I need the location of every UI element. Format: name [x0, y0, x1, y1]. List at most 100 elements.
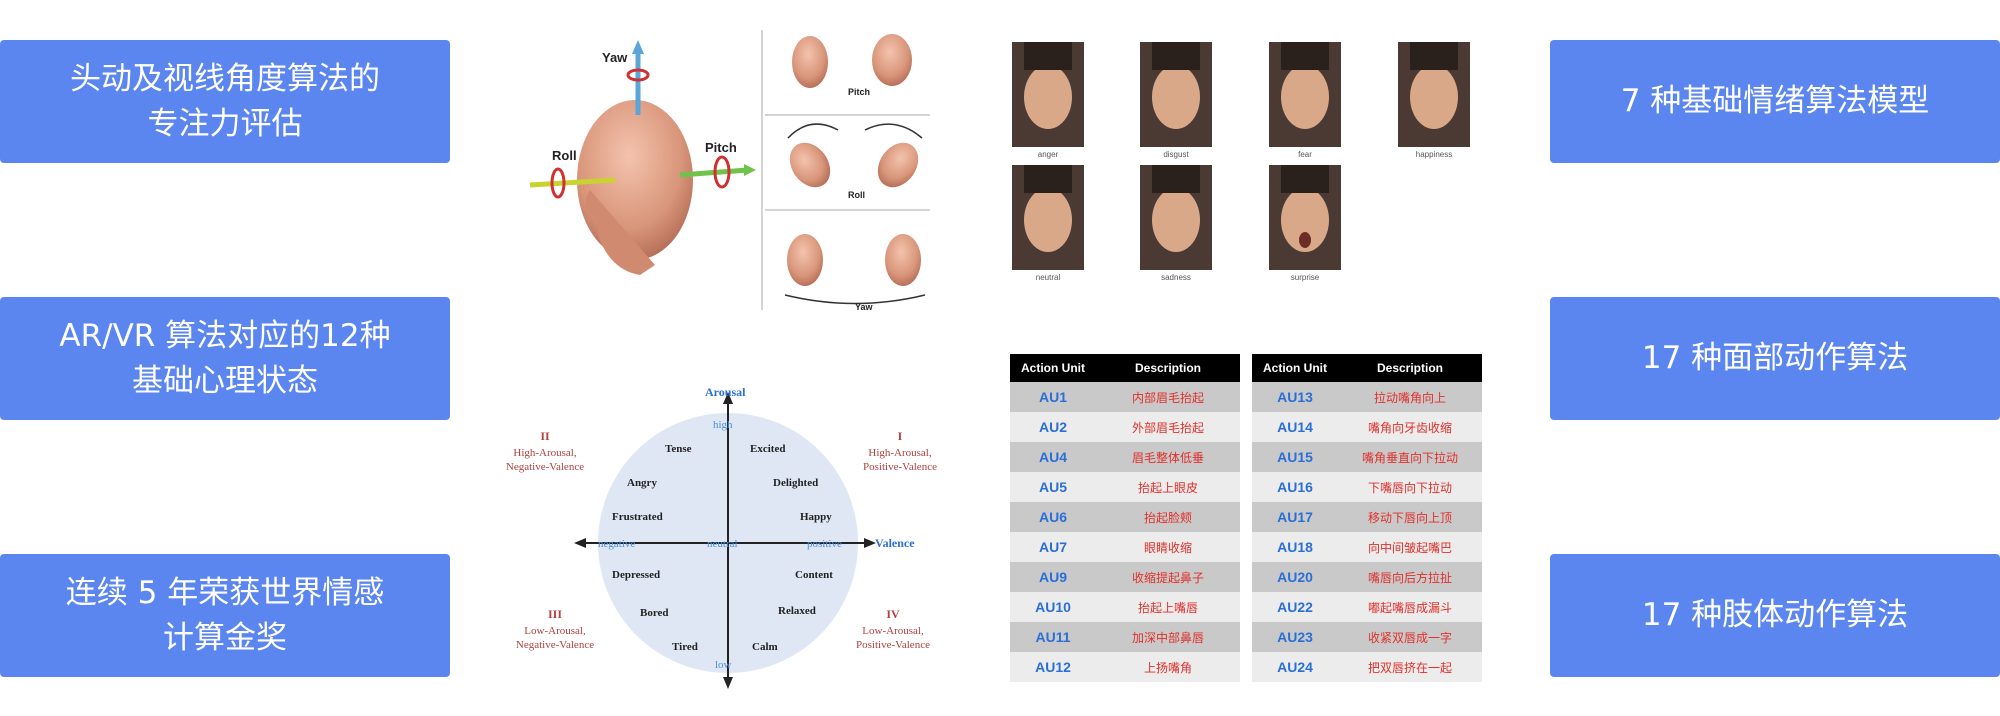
- au-code: AU7: [1010, 532, 1096, 562]
- face-photo: [1012, 42, 1084, 147]
- tile-award: 连续 5 年荣获世界情感 计算金奖: [0, 554, 450, 677]
- au-code: AU16: [1252, 472, 1338, 502]
- au-code: AU13: [1252, 382, 1338, 412]
- quadrant-numeral: III: [548, 607, 562, 621]
- state-label: Excited: [750, 443, 785, 455]
- au-description: 内部眉毛抬起: [1096, 382, 1240, 412]
- high-label: high: [713, 419, 733, 431]
- emotion-caption: fear: [1298, 150, 1312, 159]
- au-description: 加深中部鼻唇: [1096, 622, 1240, 652]
- state-label: Delighted: [773, 477, 818, 489]
- au-description: 拉动嘴角向上: [1338, 382, 1482, 412]
- panel-pitch-label: Pitch: [848, 87, 870, 97]
- circumplex-model: Arousal Valence high low negative neutra…: [495, 378, 965, 690]
- emotion-caption: disgust: [1163, 150, 1189, 159]
- face-photo: [1140, 165, 1212, 270]
- quadrant-line: Negative-Valence: [516, 639, 594, 651]
- state-label: Bored: [640, 607, 669, 619]
- roll-label: Roll: [552, 148, 577, 163]
- face-photo: [1269, 42, 1341, 147]
- au-code: AU20: [1252, 562, 1338, 592]
- tile-line: 计算金奖: [163, 619, 287, 656]
- tile-body-actions: 17 种肢体动作算法: [1550, 554, 2000, 677]
- emotion-caption: sadness: [1161, 273, 1191, 282]
- au-description: 眼睛收缩: [1096, 532, 1240, 562]
- au-description: 抬起上眼皮: [1096, 472, 1240, 502]
- au-description: 抬起上嘴唇: [1096, 592, 1240, 622]
- au-code: AU24: [1252, 652, 1338, 682]
- state-label: Tired: [672, 641, 698, 653]
- au-code: AU12: [1010, 652, 1096, 682]
- au-description: 抬起脸颊: [1096, 502, 1240, 532]
- quadrant-line: High-Arousal,: [868, 447, 931, 459]
- state-label: Depressed: [612, 569, 660, 581]
- au-description: 嘴唇向后方拉扯: [1338, 562, 1482, 592]
- au-description: 上扬嘴角: [1096, 652, 1240, 682]
- tile-facial-actions: 17 种面部动作算法: [1550, 297, 2000, 420]
- state-label: Calm: [752, 641, 778, 653]
- au-description: 嘴角向牙齿收缩: [1338, 412, 1482, 442]
- state-label: Tense: [665, 443, 692, 455]
- description-header: Description: [1338, 354, 1482, 382]
- au-code: AU11: [1010, 622, 1096, 652]
- positive-label: positive: [807, 538, 842, 550]
- face-photo: [1398, 42, 1470, 147]
- quadrant-numeral: II: [540, 429, 550, 443]
- tile-line: 专注力评估: [147, 105, 303, 142]
- au-code: AU1: [1010, 382, 1096, 412]
- yaw-label: Yaw: [602, 50, 628, 65]
- au-description: 把双唇挤在一起: [1338, 652, 1482, 682]
- face-photo: [1140, 42, 1212, 147]
- face-photo: [1269, 165, 1341, 270]
- emotion-caption: neutral: [1035, 273, 1061, 282]
- au-code: AU5: [1010, 472, 1096, 502]
- tile-line: 基础心理状态: [132, 362, 318, 399]
- emotion-caption: surprise: [1290, 273, 1320, 282]
- low-label: low: [715, 659, 732, 671]
- tile-line: 17 种肢体动作算法: [1641, 597, 1909, 633]
- state-label: Happy: [800, 511, 832, 523]
- au-code: AU15: [1252, 442, 1338, 472]
- state-label: Relaxed: [778, 605, 816, 617]
- arousal-label: Arousal: [705, 385, 746, 399]
- au-code: AU14: [1252, 412, 1338, 442]
- au-code: AU17: [1252, 502, 1338, 532]
- emotion-caption: happiness: [1415, 150, 1453, 159]
- description-header: Description: [1096, 354, 1240, 382]
- tile-emotion-models: 7 种基础情绪算法模型: [1550, 40, 2000, 163]
- au-description: 向中间皱起嘴巴: [1338, 532, 1482, 562]
- tile-line: 头动及视线角度算法的: [70, 60, 380, 97]
- au-description: 收紧双唇成一字: [1338, 622, 1482, 652]
- au-code: AU2: [1010, 412, 1096, 442]
- circumplex-diagram: Arousal Valence high low negative neutra…: [506, 385, 937, 689]
- quadrant-line: Positive-Valence: [856, 639, 930, 651]
- quadrant-line: High-Arousal,: [513, 447, 576, 459]
- valence-label: Valence: [875, 536, 915, 550]
- pitch-label: Pitch: [705, 140, 737, 155]
- tile-line: 连续 5 年荣获世界情感: [65, 574, 385, 611]
- tile-line: AR/VR 算法对应的12种: [59, 317, 391, 354]
- roll-axis: [529, 177, 616, 188]
- quadrant-line: Positive-Valence: [863, 461, 937, 473]
- au-code: AU9: [1010, 562, 1096, 592]
- tile-line: 7 种基础情绪算法模型: [1620, 83, 1930, 119]
- quadrant-numeral: I: [898, 429, 903, 443]
- tile-arvr-states: AR/VR 算法对应的12种 基础心理状态: [0, 297, 450, 420]
- negative-label: negative: [598, 538, 635, 550]
